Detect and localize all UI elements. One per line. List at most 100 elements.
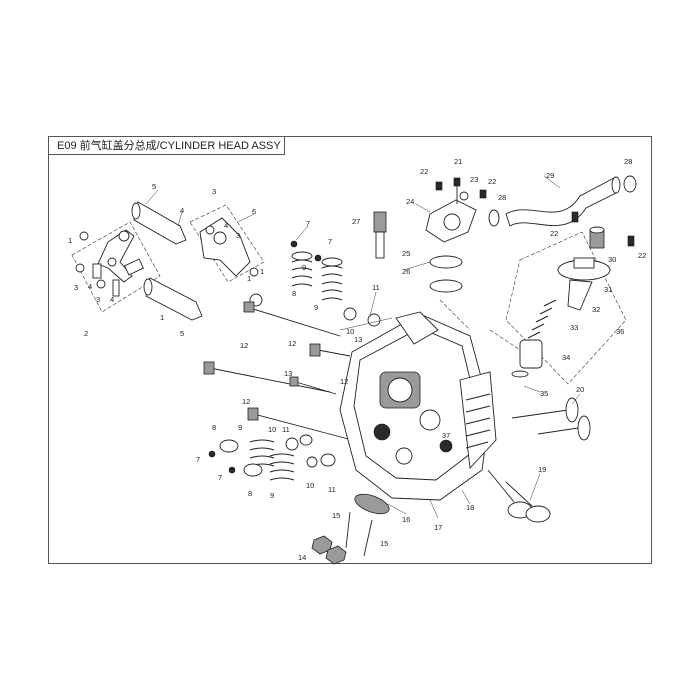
callout-25: 25 <box>402 249 410 258</box>
callout-10: 10 <box>268 425 276 434</box>
callout-labels: 1 1 1 1 2 3 3 3 3 4 4 4 4 5 5 6 7 7 7 7 … <box>68 157 646 562</box>
callout-21: 21 <box>454 157 462 166</box>
callout-4: 4 <box>180 206 184 215</box>
o-ring-part-35 <box>511 370 529 378</box>
diagram-frame <box>48 136 652 564</box>
callout-9: 9 <box>238 423 242 432</box>
diagram-title: E09 前气缸盖分总成/CYLINDER HEAD ASSY <box>49 137 285 155</box>
bolt-22-right-a <box>571 211 579 223</box>
callout-3: 3 <box>236 231 240 240</box>
coolant-hose-29 <box>505 176 621 227</box>
valve-spring-upper-a <box>291 251 313 287</box>
dash-guide-b <box>489 329 521 351</box>
callout-11: 11 <box>282 425 290 434</box>
flange-nut-14-b <box>325 545 347 565</box>
o-ring-part-26 <box>429 279 463 293</box>
rocker-arm-left <box>97 229 144 283</box>
valve-spring-lower-b <box>269 453 295 481</box>
callout-15: 15 <box>380 539 388 548</box>
callout-2: 2 <box>84 329 88 338</box>
callout-12: 12 <box>340 377 348 386</box>
callout-3: 3 <box>212 187 216 196</box>
valve-spring-upper-b <box>321 257 343 301</box>
shaft-line-a <box>339 317 393 331</box>
exhaust-valve-20-a <box>511 397 579 423</box>
callout-7: 7 <box>218 473 222 482</box>
washer-11-lower-b <box>320 453 336 467</box>
o-ring-part-25 <box>429 255 463 269</box>
thermostat-housing-24 <box>425 199 477 243</box>
callout-9: 9 <box>314 303 318 312</box>
callout-22: 22 <box>638 251 646 260</box>
callout-1: 1 <box>260 267 264 276</box>
callout-3: 3 <box>96 295 100 304</box>
callout-16: 16 <box>402 515 410 524</box>
rocker-shaft-lower <box>143 277 203 321</box>
valve-seal-10-upper <box>343 307 357 321</box>
callout-1: 1 <box>247 274 251 283</box>
callout-12: 12 <box>240 341 248 350</box>
callout-22: 22 <box>488 177 496 186</box>
spring-retainer-8-a <box>219 439 239 453</box>
callout-10: 10 <box>346 327 354 336</box>
callout-12: 12 <box>288 339 296 348</box>
callout-3: 3 <box>74 283 78 292</box>
washer-part-1-middle <box>249 267 259 277</box>
callout-4: 4 <box>224 221 228 230</box>
callout-9: 9 <box>302 263 306 272</box>
callout-7: 7 <box>196 455 200 464</box>
callout-32: 32 <box>592 305 600 314</box>
callout-8: 8 <box>212 423 216 432</box>
valve-spring-lower-a <box>249 439 275 467</box>
valve-seal-10-lower-b <box>306 456 318 468</box>
callout-28: 28 <box>498 193 506 202</box>
head-bolt-12-b <box>203 361 331 393</box>
spring-part-33 <box>527 299 557 339</box>
rocker-arm-middle <box>199 217 251 277</box>
callout-10: 10 <box>306 481 314 490</box>
valve-cotter-7-a <box>290 240 298 248</box>
callout-37: 37 <box>442 431 450 440</box>
callout-8: 8 <box>292 289 296 298</box>
callout-20: 20 <box>576 385 584 394</box>
callout-14: 14 <box>298 553 306 562</box>
callout-11: 11 <box>372 283 380 292</box>
tensioner-group-outline <box>505 231 627 385</box>
housing-part-32 <box>567 279 593 311</box>
stud-bolt-15-b <box>363 519 373 557</box>
valve-cotter-7-d <box>228 466 236 474</box>
hose-clamp-28-left <box>488 209 500 227</box>
head-bolt-12-c <box>247 407 353 441</box>
exhaust-valve-20-b <box>537 415 591 441</box>
washer-11-lower-a <box>299 434 313 446</box>
callout-34: 34 <box>562 353 570 362</box>
washer-part-23 <box>459 191 469 201</box>
callout-28: 28 <box>624 157 632 166</box>
callout-4: 4 <box>110 295 114 304</box>
leader-lines <box>145 175 581 519</box>
callout-24: 24 <box>406 197 414 206</box>
nut-part-3-left-b <box>96 279 106 289</box>
callout-1: 1 <box>68 236 72 245</box>
callout-19: 19 <box>538 465 546 474</box>
plunger-part-34 <box>519 339 543 369</box>
callout-7: 7 <box>306 219 310 228</box>
intake-valve-19-a <box>487 469 533 519</box>
bolt-part-4-left <box>92 263 120 297</box>
bolt-21 <box>453 177 461 204</box>
valve-seal-10-lower-a <box>285 437 299 451</box>
callout-15: 15 <box>332 511 340 520</box>
valve-cotter-7-c <box>208 450 216 458</box>
rocker-group-outline <box>71 221 161 313</box>
callout-5: 5 <box>180 329 184 338</box>
callout-9: 9 <box>270 491 274 500</box>
callout-17: 17 <box>434 523 442 532</box>
bolt-22-top-a <box>435 181 443 191</box>
callout-33: 33 <box>570 323 578 332</box>
washer-part-1-left <box>79 231 89 241</box>
stud-bolt-15-a <box>345 511 351 549</box>
rocker-shaft-upper <box>131 201 187 245</box>
callout-4: 4 <box>88 282 92 291</box>
intake-valve-19-b <box>505 481 551 523</box>
head-bolt-12-d <box>309 343 351 357</box>
